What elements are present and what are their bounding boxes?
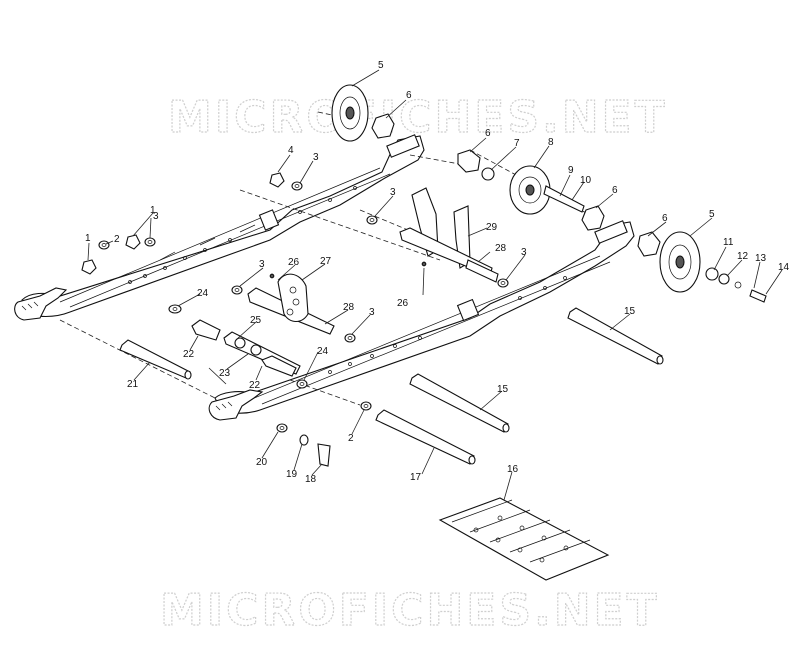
callout-labels: 1 2 3 1 4 3 5 6 6 7 8 9 10 6 3 29 28 3 2… [85, 60, 790, 485]
callout-18: 18 [305, 474, 317, 485]
callout-6: 6 [485, 128, 491, 139]
callout-21: 21 [127, 379, 139, 390]
watermark-bottom: MICROFICHES.NET [160, 585, 660, 636]
callout-8: 8 [548, 137, 554, 148]
idler-wheel-middle [457, 149, 605, 231]
callout-2: 2 [114, 234, 120, 245]
track-section [438, 497, 610, 581]
center-bracket [399, 187, 499, 283]
callout-15: 15 [497, 384, 509, 395]
callout-3: 3 [369, 307, 375, 318]
callout-4: 4 [288, 145, 294, 156]
callout-3: 3 [521, 247, 527, 258]
callout-15: 15 [624, 306, 636, 317]
left-rail [14, 134, 425, 321]
callout-24: 24 [317, 346, 329, 357]
callout-28: 28 [343, 302, 355, 313]
callout-9: 9 [568, 165, 574, 176]
callout-3: 3 [313, 152, 319, 163]
callout-28: 28 [495, 243, 507, 254]
callout-23: 23 [219, 368, 231, 379]
callout-22: 22 [183, 349, 195, 360]
callout-25: 25 [250, 315, 262, 326]
callout-26: 26 [288, 257, 300, 268]
right-rail [208, 220, 635, 421]
callout-17: 17 [410, 472, 422, 483]
callout-12: 12 [737, 251, 749, 262]
callout-2: 2 [348, 433, 354, 444]
callout-3: 3 [259, 259, 265, 270]
callout-5: 5 [709, 209, 715, 220]
callout-20: 20 [256, 457, 268, 468]
callout-14: 14 [778, 262, 790, 273]
hardware-washers-nuts [81, 172, 509, 467]
torque-arm-linkage [191, 273, 335, 377]
callout-13: 13 [755, 253, 767, 264]
callout-3: 3 [153, 211, 159, 222]
callout-5: 5 [378, 60, 384, 71]
leader-lines [87, 69, 783, 501]
callout-27: 27 [320, 256, 332, 267]
callout-16: 16 [507, 464, 519, 475]
callout-19: 19 [286, 469, 298, 480]
callout-29: 29 [486, 222, 498, 233]
callout-7: 7 [514, 138, 520, 149]
callout-24: 24 [197, 288, 209, 299]
callout-1: 1 [150, 205, 156, 216]
cross-shafts [119, 307, 664, 465]
callout-11: 11 [723, 237, 734, 248]
callout-6: 6 [406, 90, 412, 101]
callout-3: 3 [390, 187, 396, 198]
idler-wheel-top [331, 84, 395, 142]
callout-6: 6 [612, 185, 618, 196]
callout-26: 26 [397, 298, 409, 309]
callout-6: 6 [662, 213, 668, 224]
callout-1: 1 [85, 233, 91, 244]
callout-10: 10 [580, 175, 592, 186]
watermark-top: MICROFICHES.NET [168, 92, 668, 143]
callout-22: 22 [249, 380, 261, 391]
idler-wheel-right [637, 231, 767, 303]
